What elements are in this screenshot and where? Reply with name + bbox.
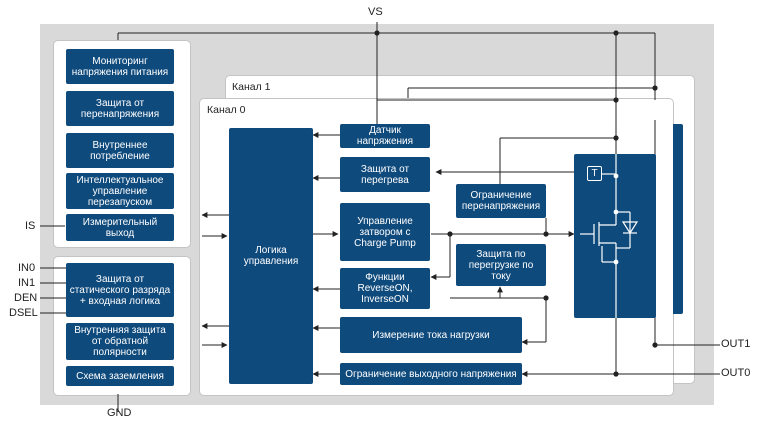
gate-control-block: Управление затвором с Charge Pump xyxy=(340,203,430,261)
voltage-sensor-block: Датчик напряжения xyxy=(340,124,430,148)
sense-output-block: Измерительный выход xyxy=(66,214,174,241)
pin-out1: OUT1 xyxy=(721,338,751,350)
control-logic-block: Логика управления xyxy=(229,128,313,384)
pin-is: IS xyxy=(25,220,36,232)
pin-out0: OUT0 xyxy=(721,367,751,379)
supply-monitoring-block: Мониторинг напряжения питания xyxy=(66,49,174,84)
pin-den: DEN xyxy=(14,292,38,304)
pin-in0: IN0 xyxy=(18,262,36,274)
reverse-polarity-block: Внутренняя защита от обратной полярности xyxy=(66,323,174,360)
overheat-protection-block: Защита от перегрева xyxy=(340,157,430,192)
reverse-inverse-functions-block: Функции ReverseON, InverseON xyxy=(340,268,430,309)
overvoltage-protection-block: Защита от перенапряжения xyxy=(66,91,174,126)
internal-consumption-block: Внутреннее потребление xyxy=(66,133,174,168)
overload-protection-block: Защита по перегрузке по току xyxy=(456,244,546,286)
temperature-sensor-icon: T xyxy=(587,166,602,181)
pin-gnd: GND xyxy=(107,407,132,419)
ground-circuit-block: Схема заземления xyxy=(66,366,174,386)
restart-control-block: Интеллектуальное управление перезапуском xyxy=(66,173,174,209)
esd-input-logic-block: Защита от статического разряда + входная… xyxy=(66,263,174,317)
output-voltage-limit-block: Ограничение выходного напряжения xyxy=(340,363,522,385)
pin-in1: IN1 xyxy=(18,277,36,289)
pin-vs: VS xyxy=(368,6,383,18)
power-switch-block xyxy=(574,154,656,318)
channel-1-switch-block xyxy=(673,124,683,314)
voltage-limit-block: Ограничение перенапряжения xyxy=(456,184,546,218)
load-current-measurement-block: Измерение тока нагрузки xyxy=(340,317,522,353)
channel-1-label: Канал 1 xyxy=(232,81,271,93)
pin-dsel: DSEL xyxy=(9,307,38,319)
channel-0-label: Канал 0 xyxy=(207,104,246,116)
